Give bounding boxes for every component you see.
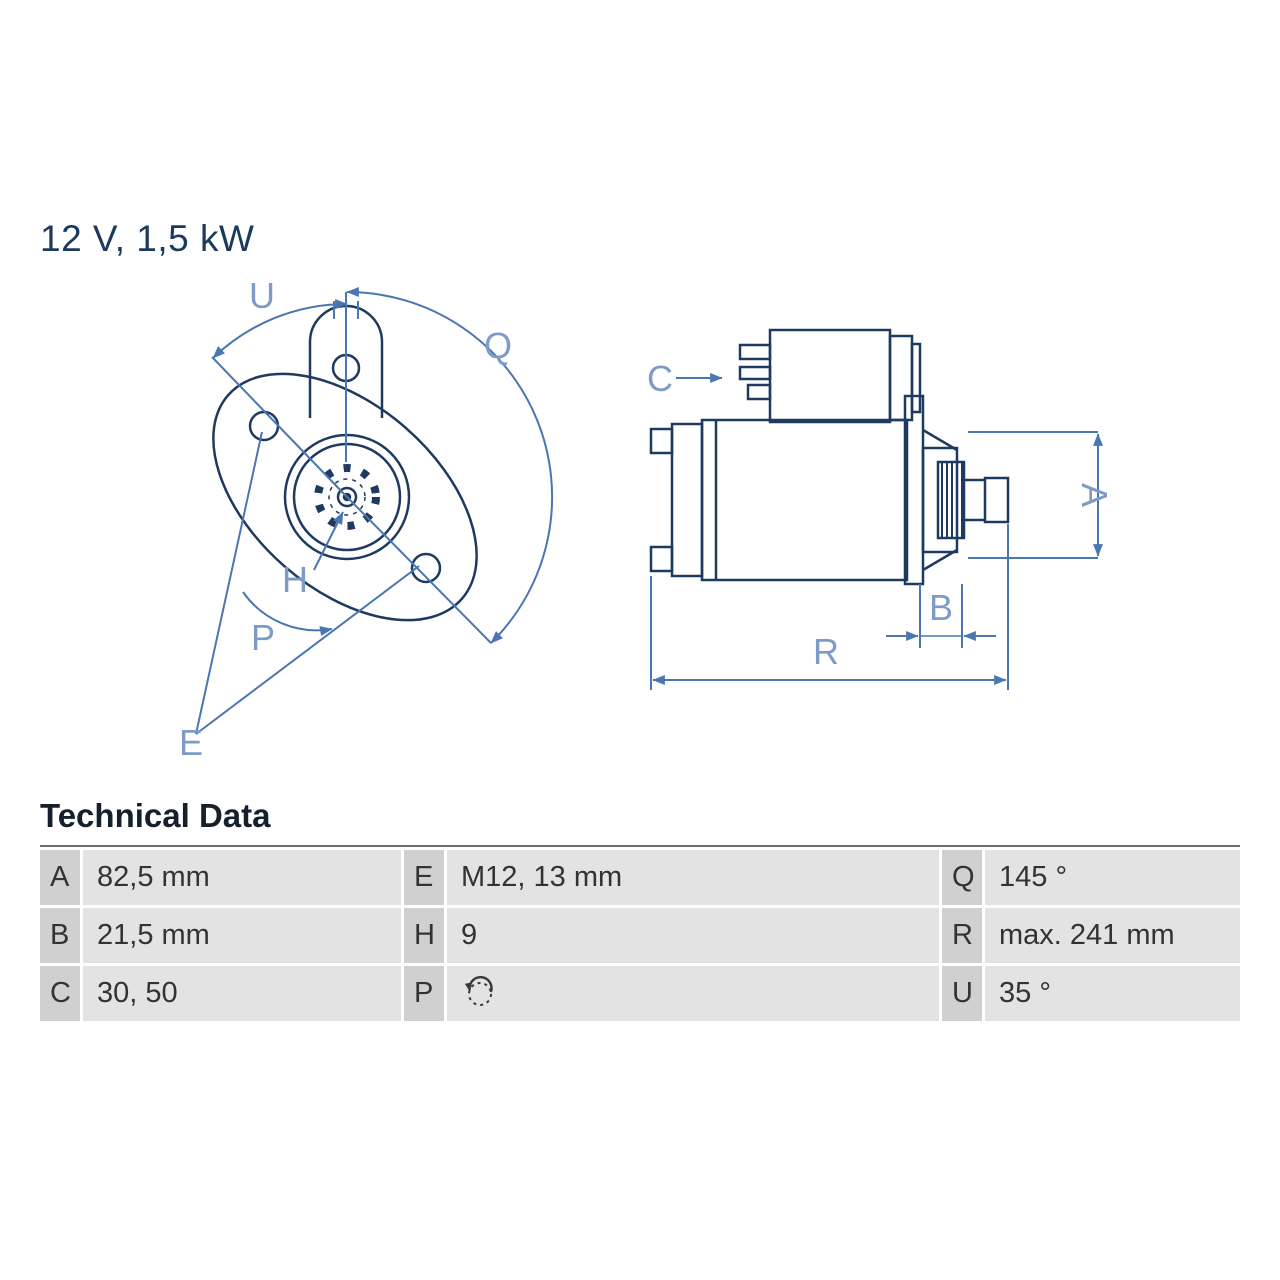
u-angle-arc: [212, 298, 348, 359]
solenoid-body: [768, 328, 892, 424]
dim-label-q: Q: [484, 325, 512, 366]
product-spec-title: 12 V, 1,5 kW: [40, 218, 255, 259]
dim-label-b: B: [929, 587, 953, 628]
technical-data-table: A 82,5 mm E M12, 13 mm Q 145 ° B 21,5 mm…: [40, 845, 1240, 1021]
dim-label-h: H: [282, 559, 308, 600]
shaft-end-nut: [983, 476, 1010, 524]
table-cell-value-C: 30, 50: [83, 966, 401, 1021]
front-view-dimensions: [195, 287, 554, 735]
table-cell-value-B: 21,5 mm: [83, 908, 401, 963]
drive-housing: [922, 428, 958, 572]
table-cell-key-A: A: [40, 850, 80, 905]
table-cell-value-R: max. 241 mm: [985, 908, 1240, 963]
e-leader-lower: [195, 565, 420, 735]
output-shaft: [964, 478, 985, 522]
side-view-drawing: [649, 328, 1010, 586]
table-cell-value-Q: 145 °: [985, 850, 1240, 905]
dim-label-p: P: [251, 617, 275, 658]
table-cell-key-R: R: [942, 908, 982, 963]
mounting-hole-upper: [248, 410, 280, 442]
dim-label-e: E: [179, 722, 203, 763]
table-cell-key-C: C: [40, 966, 80, 1021]
u-angle-leg: [211, 356, 348, 498]
side-view-dimensions: [650, 373, 1103, 690]
table-cell-key-B: B: [40, 908, 80, 963]
dim-label-r: R: [813, 631, 839, 672]
dim-label-c: C: [647, 358, 673, 399]
e-leader-upper: [195, 431, 263, 735]
table-cell-value-A: 82,5 mm: [83, 850, 401, 905]
mount-tab-top: [649, 427, 674, 455]
pinion-teeth-hatch: [941, 462, 963, 538]
q-angle-arc: [346, 287, 554, 644]
motor-body: [700, 418, 909, 582]
side-view-labels: C A B R: [647, 358, 1115, 672]
solenoid-cap-step: [910, 342, 922, 414]
mount-tab-bottom: [649, 545, 674, 573]
p-rotation-arc: [242, 591, 333, 636]
table-cell-value-H: 9: [447, 908, 939, 963]
table-cell-value-E: M12, 13 mm: [447, 850, 939, 905]
terminal-stud-2: [738, 365, 772, 381]
rotation-ccw-icon: [464, 975, 493, 1006]
terminal-stud-3: [746, 383, 772, 401]
table-cell-value-U: 35 °: [985, 966, 1240, 1021]
table-cell-key-Q: Q: [942, 850, 982, 905]
front-view-labels: U Q H P E: [179, 275, 512, 763]
table-cell-value-P: [447, 966, 939, 1021]
table-cell-key-H: H: [404, 908, 444, 963]
terminal-stud-1: [738, 343, 772, 361]
end-cap: [670, 422, 704, 578]
technical-data-heading: Technical Data: [40, 797, 271, 834]
table-cell-key-P: P: [404, 966, 444, 1021]
solenoid-cap: [888, 334, 914, 422]
technical-drawing: U Q H P E: [179, 275, 1115, 763]
dim-label-u: U: [249, 275, 275, 316]
table-cell-key-U: U: [942, 966, 982, 1021]
h-leader-line: [313, 511, 344, 571]
dim-label-a: A: [1074, 483, 1115, 507]
table-cell-key-E: E: [404, 850, 444, 905]
